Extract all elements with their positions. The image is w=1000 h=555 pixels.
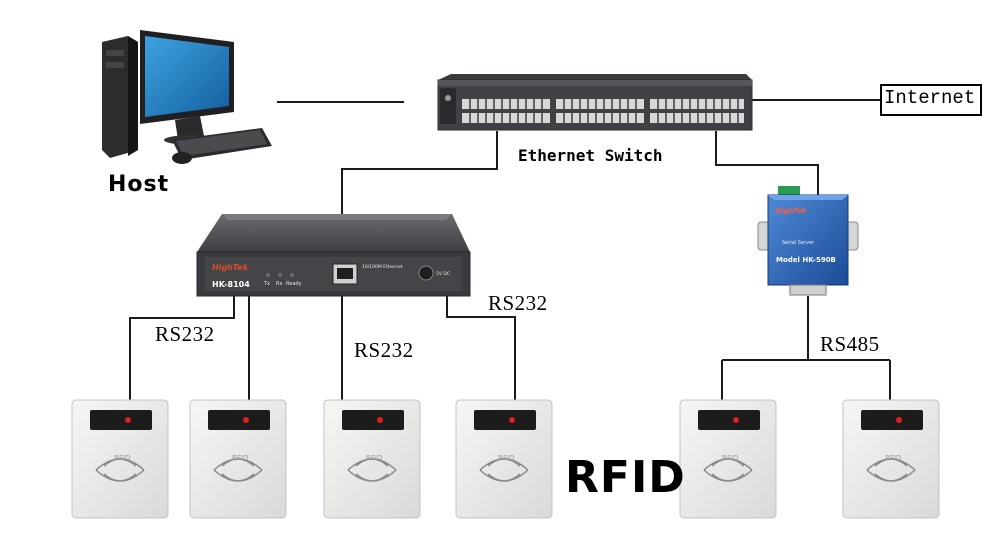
rs232-label-middle: RS232 [354,338,414,362]
serial-server-hk590b: HighTek Serial Server Model HK-590B [757,186,859,296]
hub-model: HK-8104 [212,280,250,289]
hub-brand: HighTek [212,263,249,272]
connection-lines [129,99,891,400]
hub-power-jack [418,265,434,281]
serial-hub-hk8104: HighTek HK-8104 Tx Rx Ready 10/100M Ethe… [196,214,471,297]
rfid-reader-6: RFID [842,399,940,519]
internet-box [880,84,982,116]
hub-led-ready: Ready [286,281,302,287]
hub-led-rx: Rx [276,281,282,287]
rfid-reader-4: RFID [455,399,553,519]
rs232-label-left: RS232 [155,322,215,346]
host-computer [102,30,272,164]
switch-server-line [715,131,819,195]
rfid-reader-1-logo: RFID [114,454,130,462]
hub-reader1-line [129,290,235,400]
host-label: Host [108,172,170,197]
rfid-reader-3: RFID [323,399,421,519]
hub-power-label: 5V DC [436,271,450,277]
ethernet-switch [437,74,753,131]
rfid-reader-6-logo: RFID [885,454,901,462]
rs232-label-right: RS232 [488,291,548,315]
monitor-screen [145,36,229,117]
server-subtitle: Serial Server [782,240,815,246]
server-model: Model HK-590B [776,256,836,264]
switch-ports [462,99,744,123]
rfid-label: RFID [565,452,686,503]
rfid-reader-2-logo: RFID [232,454,248,462]
rfid-reader-5-logo: RFID [722,454,738,462]
internet-label: Internet [884,87,976,109]
rs485-label: RS485 [820,332,880,356]
rfid-reader-2: RFID [189,399,287,519]
rfid-reader-3-logo: RFID [366,454,382,462]
rfid-reader-5: RFID [679,399,777,519]
hub-led-tx: Tx [263,281,270,287]
hub-reader4-line [446,296,516,400]
hub-port-label: 10/100M Ethernet [362,264,403,270]
server-brand: HighTek [775,207,808,215]
rfid-reader-4-logo: RFID [498,454,514,462]
switch-hub-line [341,131,498,216]
ethernet-switch-label: Ethernet Switch [518,146,663,165]
rfid-reader-1: RFID [71,399,169,519]
